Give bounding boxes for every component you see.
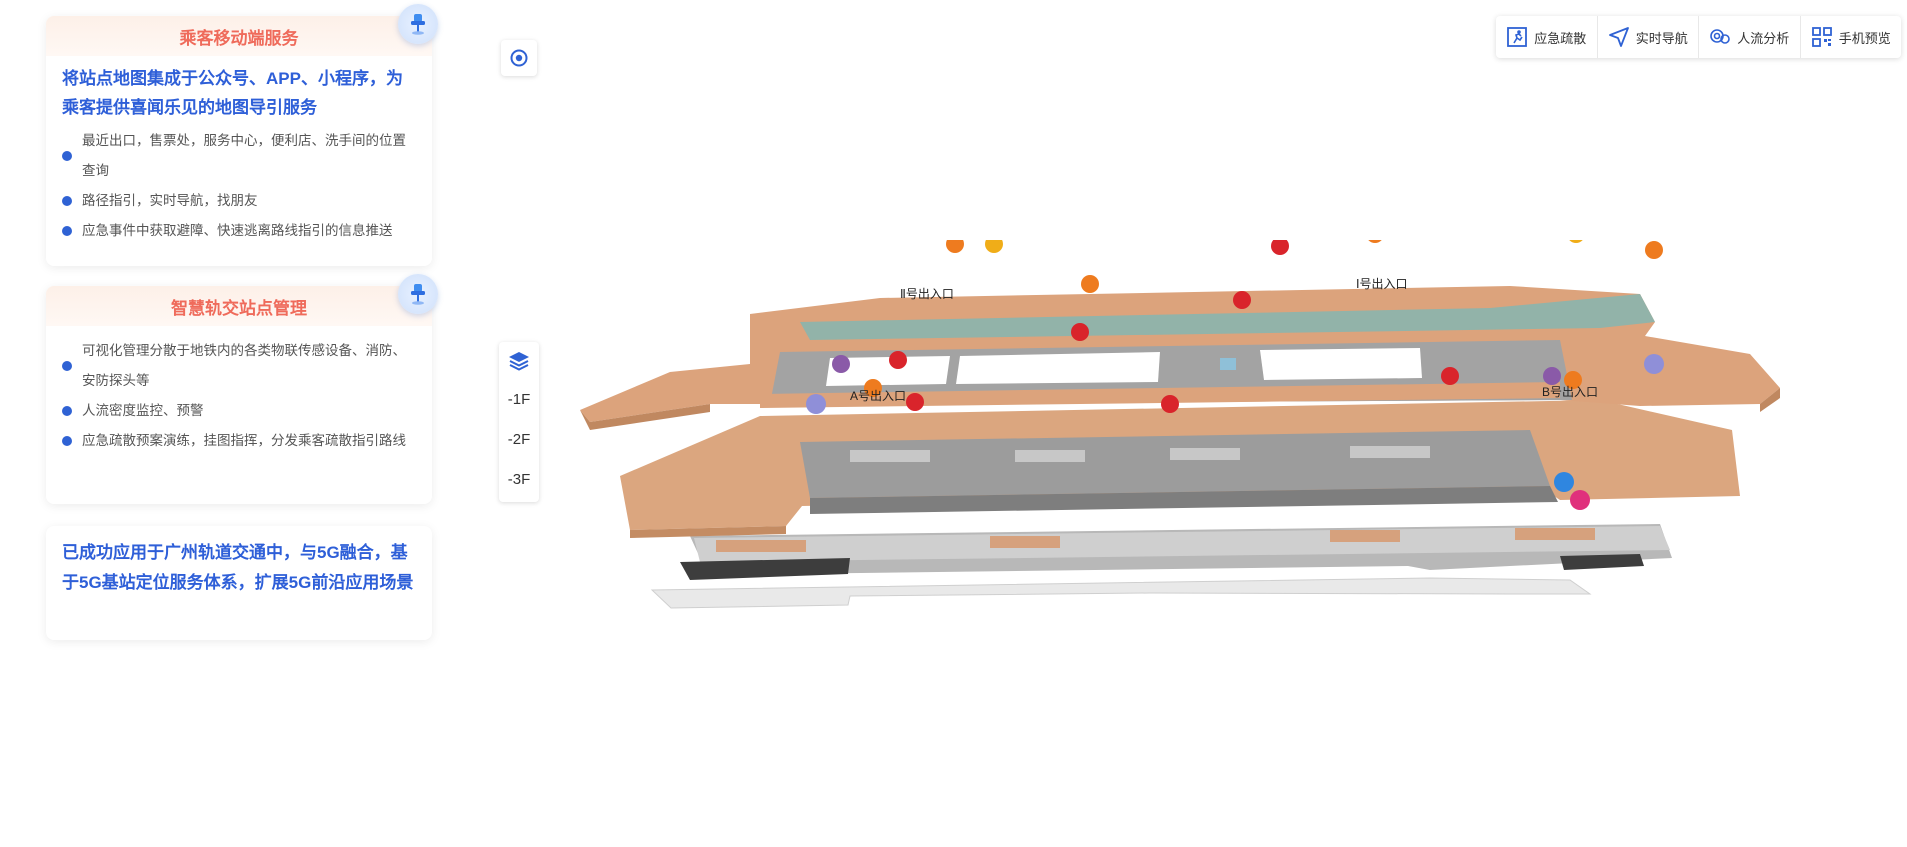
floor-button-b2[interactable]: -2F — [507, 431, 531, 448]
camera-marker — [946, 240, 964, 253]
locate-icon — [510, 49, 528, 67]
crowd-analysis-button[interactable]: 人流分析 — [1699, 16, 1801, 58]
camera-marker — [864, 379, 882, 397]
crowd-analysis-icon — [1710, 29, 1731, 44]
service-marker — [806, 394, 826, 414]
toilet-female-marker — [1570, 490, 1590, 510]
location-pin-icon — [398, 4, 438, 44]
qr-code-icon — [1811, 27, 1832, 47]
feature-list: 可视化管理分散于地铁内的各类物联传感设备、消防、安防探头等 人流密度监控、预警 … — [46, 326, 432, 466]
entrance-label: B号出入口 — [1542, 385, 1598, 399]
station-3d-map[interactable]: Ⅱ号出入口 Ⅰ号出入口 A号出入口 B号出入口 — [560, 240, 1790, 620]
camera-marker — [1368, 240, 1382, 243]
gate-marker — [985, 240, 1003, 253]
floor-selector: -1F -2F -3F — [499, 342, 539, 502]
exit-marker — [889, 351, 907, 369]
ticket-marker — [1543, 367, 1561, 385]
layers-icon — [509, 352, 529, 371]
camera-marker — [1645, 241, 1663, 259]
exit-marker — [1161, 395, 1179, 413]
list-item: 应急事件中获取避障、快速逃离路线指引的信息推送 — [62, 216, 418, 246]
entrance-label: Ⅰ号出入口 — [1356, 277, 1408, 291]
emergency-exit-icon — [1507, 27, 1528, 47]
camera-marker — [1081, 275, 1099, 293]
floor-level-b2 — [620, 400, 1740, 538]
exit-marker — [1071, 323, 1089, 341]
locate-button[interactable] — [501, 40, 537, 76]
exit-marker — [1233, 291, 1251, 309]
poi-markers — [806, 240, 1664, 510]
floor-level-b1 — [580, 286, 1780, 430]
list-item: 可视化管理分散于地铁内的各类物联传感设备、消防、安防探头等 — [62, 336, 418, 396]
service-marker — [1644, 354, 1664, 374]
floor-button-b3[interactable]: -3F — [507, 471, 531, 488]
entrance-labels: Ⅱ号出入口 Ⅰ号出入口 A号出入口 B号出入口 — [850, 277, 1598, 403]
exit-marker — [906, 393, 924, 411]
list-item: 最近出口，售票处，服务中心，便利店、洗手间的位置查询 — [62, 126, 418, 186]
panel-title: 智慧轨交站点管理 — [46, 286, 432, 326]
list-item: 应急疏散预案演练，挂图指挥，分发乘客疏散指引路线 — [62, 426, 418, 456]
feature-list: 最近出口，售票处，服务中心，便利店、洗手间的位置查询 路径指引，实时导航，找朋友… — [46, 122, 432, 256]
exit-marker — [1441, 367, 1459, 385]
floor-button-b1[interactable]: -1F — [507, 391, 531, 408]
success-text: 已成功应用于广州轨道交通中，与5G融合，基于5G基站定位服务体系，扩展5G前沿应… — [62, 543, 414, 592]
navigation-arrow-icon — [1608, 27, 1629, 47]
gate-marker — [1569, 240, 1583, 243]
exit-marker — [1271, 240, 1289, 255]
layers-button[interactable] — [499, 342, 539, 380]
list-item: 路径指引，实时导航，找朋友 — [62, 186, 418, 216]
list-item: 人流密度监控、预警 — [62, 396, 418, 426]
camera-marker — [1564, 371, 1582, 389]
entrance-label: A号出入口 — [850, 389, 906, 403]
entrance-label: Ⅱ号出入口 — [900, 287, 954, 301]
toilet-male-marker — [1554, 472, 1574, 492]
map-toolbar: 应急疏散 实时导航 人流分析 手机预览 — [1496, 16, 1901, 58]
passenger-service-panel: 乘客移动端服务 将站点地图集成于公众号、APP、小程序，为乘客提供喜闻乐见的地图… — [46, 4, 438, 266]
realtime-navigation-button[interactable]: 实时导航 — [1598, 16, 1699, 58]
location-pin-icon — [398, 274, 438, 314]
mobile-preview-button[interactable]: 手机预览 — [1801, 16, 1902, 58]
panel-headline: 将站点地图集成于公众号、APP、小程序，为乘客提供喜闻乐见的地图导引服务 — [62, 69, 403, 117]
panel-title: 乘客移动端服务 — [46, 16, 432, 56]
ticket-marker — [832, 355, 850, 373]
success-case-panel: 已成功应用于广州轨道交通中，与5G融合，基于5G基站定位服务体系，扩展5G前沿应… — [46, 526, 432, 640]
emergency-evacuation-button[interactable]: 应急疏散 — [1496, 16, 1598, 58]
floor-level-b3 — [650, 524, 1672, 609]
station-management-panel: 智慧轨交站点管理 可视化管理分散于地铁内的各类物联传感设备、消防、安防探头等 人… — [46, 274, 438, 504]
